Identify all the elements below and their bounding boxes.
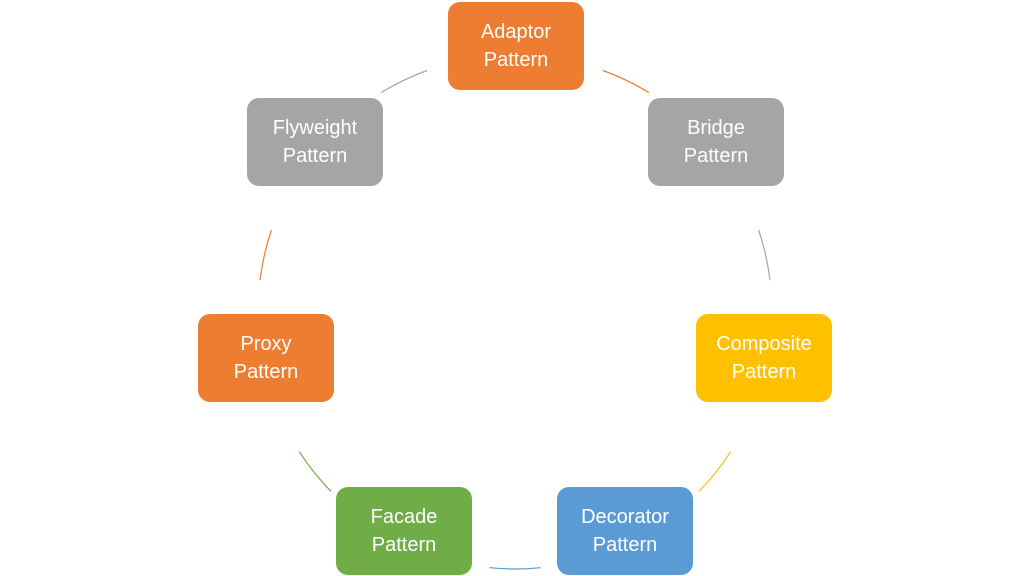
node-flyweight-line1: Flyweight [272,117,358,139]
node-proxy-line1: Proxy [240,333,292,355]
node-decorator-line1: Decorator [581,506,669,528]
node-facade-line1: Facade [370,506,438,528]
node-bridge-line2: Pattern [683,145,749,167]
node-bridge-pattern[interactable]: Bridge Pattern [648,98,784,186]
node-bridge-line1: Bridge [687,117,745,139]
node-adaptor-line1: Adaptor [480,21,552,43]
node-composite-line1: Composite [716,333,812,355]
node-proxy-pattern[interactable]: Proxy Pattern [198,314,334,402]
node-composite-line2: Pattern [731,361,797,383]
node-facade-line2: Pattern [371,534,437,556]
node-adaptor-line2: Pattern [483,49,549,71]
connector-decorator-facade [489,567,541,570]
connector-facade-proxy [298,451,332,492]
connector-adaptor-bridge [602,69,650,94]
connector-proxy-flyweight [259,229,272,281]
connector-composite-decorator [698,451,732,492]
node-adaptor-pattern[interactable]: Adaptor Pattern [448,2,584,90]
connector-flyweight-adaptor [380,69,428,94]
node-proxy-line2: Pattern [233,361,299,383]
node-decorator-pattern[interactable]: Decorator Pattern [557,487,693,575]
connector-bridge-composite [758,229,771,281]
node-flyweight-line2: Pattern [282,145,348,167]
node-flyweight-pattern[interactable]: Flyweight Pattern [247,98,383,186]
node-decorator-line2: Pattern [592,534,658,556]
node-facade-pattern[interactable]: Facade Pattern [336,487,472,575]
node-composite-pattern[interactable]: Composite Pattern [696,314,832,402]
